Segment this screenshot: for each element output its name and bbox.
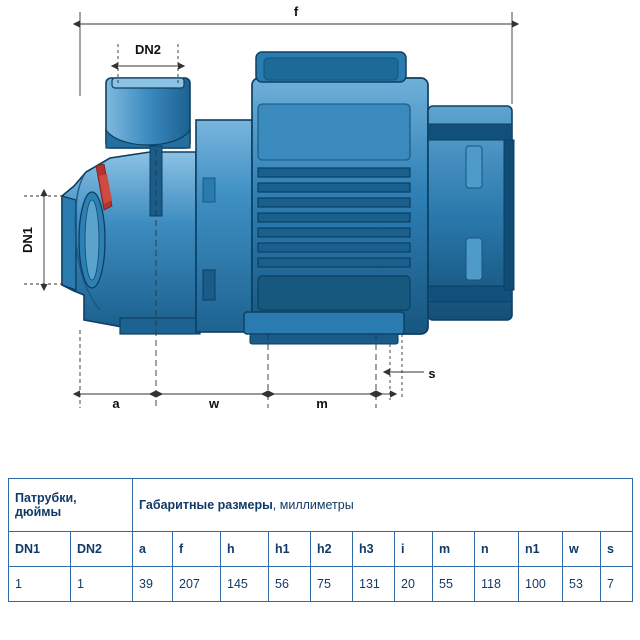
col-dn1: DN1 — [8, 531, 71, 567]
cell-a: 39 — [132, 566, 173, 602]
pump-bracket — [195, 119, 253, 333]
col-m: m — [432, 531, 475, 567]
motor-fan-cover — [427, 105, 515, 321]
table-column-row: DN1 DN2 a f h h1 h2 h3 i m n n1 w s — [8, 531, 634, 567]
col-f: f — [172, 531, 221, 567]
label-dn2: DN2 — [135, 42, 161, 57]
cell-dn1: 1 — [8, 566, 71, 602]
col-h2: h2 — [310, 531, 353, 567]
col-h: h — [220, 531, 269, 567]
col-h3: h3 — [352, 531, 395, 567]
label-dn1: DN1 — [20, 227, 35, 253]
dims-title: Габаритные размеры — [139, 497, 273, 512]
col-n: n — [474, 531, 519, 567]
ports-title-line1: Патрубки, — [15, 490, 77, 505]
col-w: w — [562, 531, 601, 567]
cell-h: 145 — [220, 566, 269, 602]
cell-n: 118 — [474, 566, 519, 602]
dims-header-cell: Габаритные размеры, миллиметры — [131, 478, 634, 532]
discharge-outlet — [105, 77, 191, 217]
col-n1: n1 — [518, 531, 563, 567]
cell-h3: 131 — [352, 566, 395, 602]
col-i: i — [394, 531, 433, 567]
col-h1: h1 — [268, 531, 311, 567]
label-f: f — [294, 4, 299, 19]
cell-i: 20 — [394, 566, 433, 602]
cell-h2: 75 — [310, 566, 353, 602]
pump-dimension-drawing: f DN2 DN1 a w m s — [20, 4, 520, 411]
dims-units: , миллиметры — [272, 497, 354, 512]
dimension-lines — [24, 12, 520, 408]
pump-illustration — [61, 51, 515, 345]
col-dn2: DN2 — [70, 531, 133, 567]
cell-h1: 56 — [268, 566, 311, 602]
dimension-labels: f DN2 DN1 a w m s — [20, 4, 436, 411]
col-s: s — [599, 531, 634, 567]
table-header-row: Патрубки, дюймы Габаритные размеры, милл… — [8, 478, 634, 532]
cell-w: 53 — [562, 566, 601, 602]
col-a: a — [132, 531, 173, 567]
cell-dn2: 1 — [70, 566, 133, 602]
label-w: w — [208, 396, 220, 411]
suction-volute — [61, 151, 201, 335]
cell-f: 207 — [172, 566, 221, 602]
cell-m: 55 — [432, 566, 475, 602]
dimensions-table-wrapper: Патрубки, дюймы Габаритные размеры, милл… — [8, 478, 634, 602]
label-m: m — [316, 396, 328, 411]
label-s: s — [428, 366, 435, 381]
ports-header-cell: Патрубки, дюймы — [8, 478, 133, 532]
cell-n1: 100 — [518, 566, 563, 602]
table-row: 1 1 39 207 145 56 75 131 20 55 118 100 5… — [8, 566, 634, 602]
label-a: a — [112, 396, 120, 411]
dimensions-table: Патрубки, дюймы Габаритные размеры, милл… — [8, 478, 634, 602]
motor-body — [243, 51, 429, 345]
cell-s: 7 — [599, 566, 634, 602]
ports-title-line2: дюймы — [15, 505, 62, 519]
